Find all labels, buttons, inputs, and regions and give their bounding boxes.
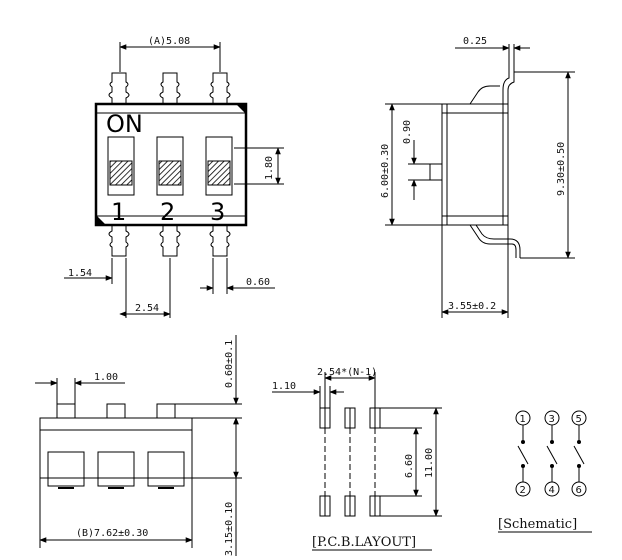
dim-overall-width: 9.30±0.50 [556, 142, 567, 196]
dim-body-height: 3.15±0.10 [224, 502, 235, 556]
dim-length: (B)7.62±0.30 [76, 528, 148, 539]
pcb-layout: 1.10 2.54*(N-1) 6.60 11.00 [P.C.B.LAYOUT… [272, 367, 442, 551]
dim-pin-offset: 1.54 [68, 268, 92, 279]
pcb-caption: [P.C.B.LAYOUT] [312, 535, 416, 550]
dim-body-width: 6.00±0.30 [380, 144, 391, 198]
pcb-pads-top [319, 407, 381, 429]
side-view: 0.25 6.00±0.30 0.90 9.30±0.50 3.55±0.2 [380, 36, 575, 318]
dim-height: 3.55±0.2 [448, 301, 496, 312]
dim-pcb-pitch: 2.54*(N-1) [317, 367, 377, 378]
slide-switch-1[interactable] [107, 136, 135, 196]
dim-pitch: 2.54 [135, 303, 159, 314]
pin-label-4: 4 [549, 485, 555, 496]
schematic-pins-bottom [515, 481, 587, 497]
dim-inner: 6.60 [404, 454, 415, 478]
pin-label-2: 2 [520, 485, 526, 496]
dim-actuator: 0.90 [402, 120, 413, 144]
top-view: ON 1 2 3 (A)5.08 1.80 [64, 36, 284, 318]
front-body [39, 429, 193, 479]
pin-label-5: 5 [576, 414, 582, 425]
dim-outer: 11.00 [424, 448, 435, 478]
dim-pitch-total: (A)5.08 [148, 36, 190, 47]
front-view: 1.00 0.60±0.1 3.15±0.10 (B)7.62±0.30 [35, 335, 242, 556]
schematic-caption: [Schematic] [498, 517, 577, 532]
side-actuator [429, 163, 443, 181]
dim-actuator-width: 1.00 [94, 372, 118, 383]
schematic-switch-3 [573, 425, 585, 482]
dim-slider: 1.80 [264, 156, 275, 180]
dim-pin-width: 0.60 [246, 277, 270, 288]
switch-number-2: 2 [160, 198, 175, 226]
side-body [441, 103, 509, 226]
on-label: ON [106, 110, 143, 138]
dim-pad-width: 1.10 [272, 381, 296, 392]
pin-label-3: 3 [549, 414, 555, 425]
switch-number-1: 1 [111, 198, 126, 226]
slide-switch-3[interactable] [205, 136, 233, 196]
schematic: 1 3 5 2 4 [498, 410, 592, 533]
slide-switch-2[interactable] [156, 136, 184, 196]
bottom-pins [108, 224, 231, 257]
dim-actuator-height: 0.60±0.1 [224, 340, 235, 388]
pin-label-6: 6 [576, 485, 582, 496]
schematic-switch-2 [546, 425, 558, 482]
top-pins [108, 72, 231, 105]
switch-number-3: 3 [210, 198, 225, 226]
front-terminals [47, 451, 185, 489]
dim-lead-thickness: 0.25 [463, 36, 487, 47]
pcb-pads-bottom [319, 495, 381, 517]
schematic-switch-1 [517, 425, 529, 482]
pin-label-1: 1 [520, 414, 526, 425]
